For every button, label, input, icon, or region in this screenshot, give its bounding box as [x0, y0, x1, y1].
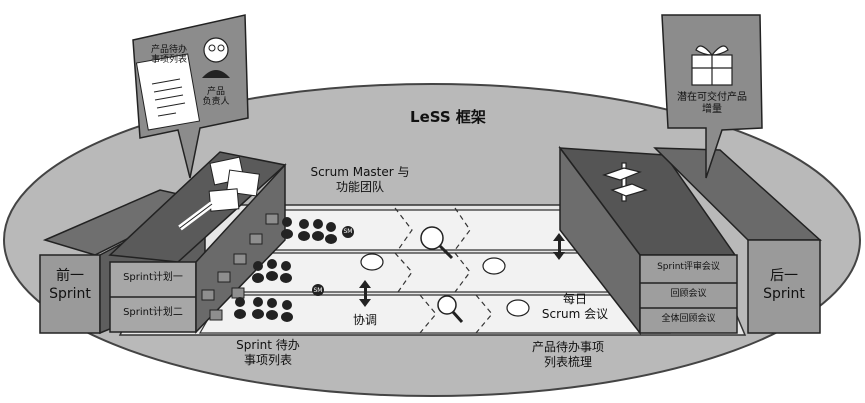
signpost-icon [602, 162, 648, 202]
sprint-backlog-label: Sprint 待办 事项列表 [208, 338, 328, 368]
pencil-icon [178, 201, 214, 231]
person-icon [202, 37, 230, 78]
team-row-2 [252, 259, 324, 296]
overall-retrospective-label: 全体回顾会议 [661, 314, 716, 324]
review-block-front [639, 254, 738, 334]
speech-bubble-icon [360, 253, 530, 317]
team-row-1 [281, 217, 354, 244]
planning-notes [208, 156, 260, 212]
shippable-label: 潜在可交付产品 增量 [664, 92, 760, 116]
next-sprint-line-2: Sprint [763, 285, 805, 302]
sm-badge-1: SM [343, 228, 353, 235]
next-sprint-line-1: 后一 [770, 268, 798, 284]
product-owner-line-2: 负责人 [202, 96, 230, 107]
retrospective-label: 回顾会议 [670, 289, 707, 299]
gift-box-icon [691, 45, 733, 86]
lane-dashes [394, 207, 493, 334]
shippable-line-2: 增量 [702, 104, 722, 115]
scrum-master-teams-line-2: 功能团队 [335, 180, 384, 194]
backlog-note: 产品待办 事项列表 [144, 45, 194, 66]
next-sprint-block [747, 239, 821, 334]
previous-sprint-line-1: 前一 [56, 268, 84, 284]
sprint-backlog-line-2: 事项列表 [243, 353, 292, 367]
magnifier-icon [420, 226, 464, 324]
coordinate-label: 协调 [352, 313, 377, 327]
sm-badge-2: SM [313, 287, 323, 294]
next-sprint-label: 后一 Sprint [748, 268, 820, 303]
double-arrow-icon [359, 233, 565, 307]
diagram-title: LeSS 框架 [410, 108, 486, 126]
sprint-review-label: Sprint评审会议 [657, 262, 720, 272]
backlog-refinement-line-1: 产品待办事项 [531, 340, 604, 354]
sprint-planning-2-label: Sprint计划二 [123, 307, 183, 318]
planning-block-side [195, 163, 286, 334]
daily-scrum-line-1: 每日 [562, 292, 587, 306]
shippable-callout [661, 14, 763, 179]
planning-side-tiles [201, 213, 279, 321]
backlog-note-line-1: 产品待办 [150, 45, 187, 55]
shippable-line-1: 潜在可交付产品 [677, 92, 747, 103]
scrum-master-teams-label: Scrum Master 与 功能团队 [290, 165, 430, 195]
sprint-planning-1-label: Sprint计划一 [123, 272, 183, 283]
product-owner-label: 产品 负责人 [196, 87, 236, 108]
previous-sprint-label: 前一 Sprint [40, 268, 100, 303]
backlog-lines [151, 78, 186, 117]
backlog-paper [135, 53, 201, 131]
daily-scrum-label: 每日 Scrum 会议 [520, 292, 630, 322]
backlog-refinement-line-2: 列表梳理 [543, 355, 592, 369]
previous-sprint-line-2: Sprint [49, 285, 91, 302]
team-row-3 [234, 297, 293, 322]
backlog-note-line-2: 事项列表 [150, 54, 187, 65]
sprint-backlog-line-1: Sprint 待办 [236, 338, 300, 352]
scrum-master-teams-line-1: Scrum Master 与 [310, 165, 410, 179]
backlog-refinement-label: 产品待办事项 列表梳理 [508, 340, 628, 370]
product-owner-line-1: 产品 [206, 87, 225, 97]
daily-scrum-line-2: Scrum 会议 [541, 307, 609, 321]
